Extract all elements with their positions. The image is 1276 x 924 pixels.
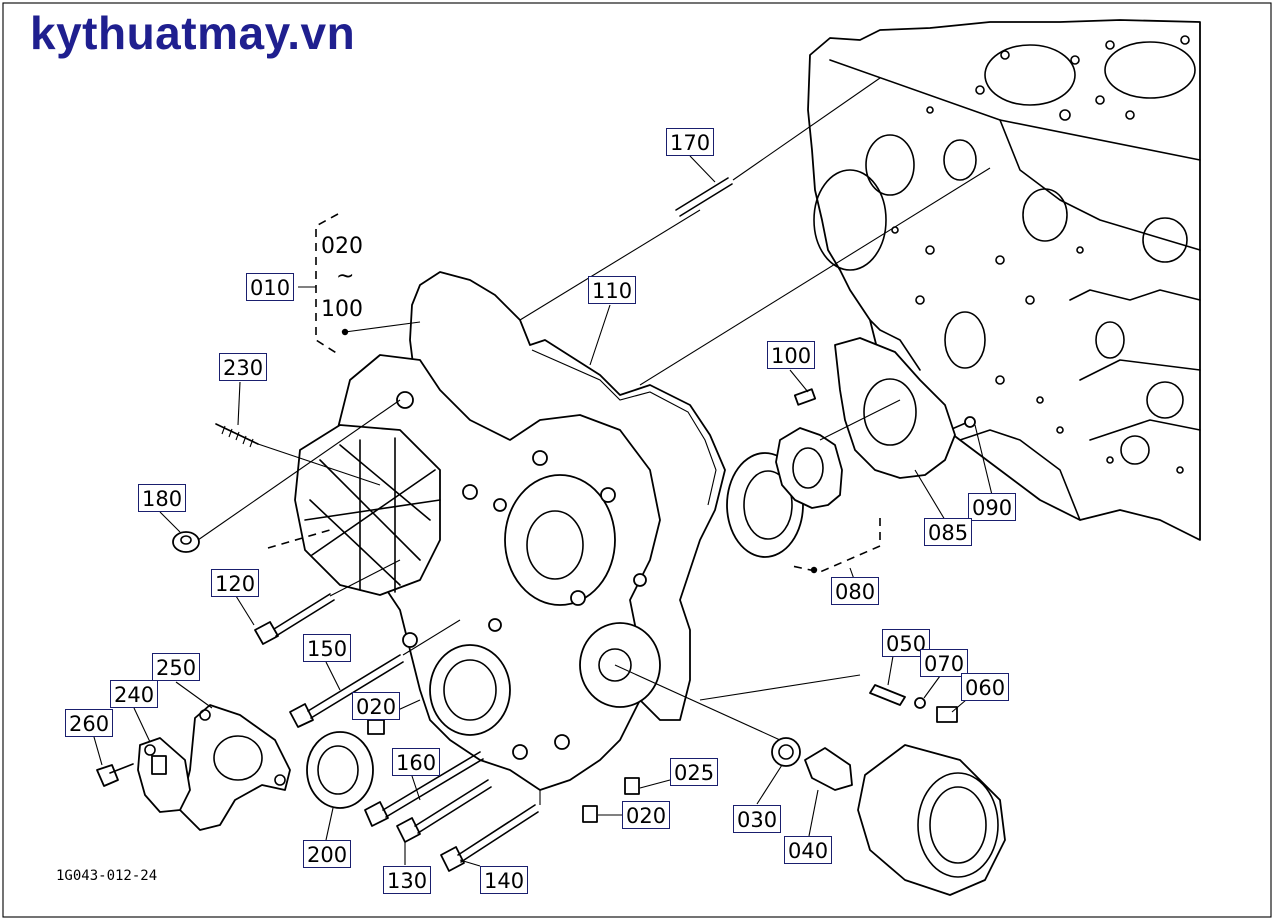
callout-020-lower[interactable]: 020 [622, 801, 671, 829]
oil-pump-rotor [726, 427, 843, 558]
callout-240[interactable]: 240 [110, 680, 159, 708]
oil-filter [857, 744, 1006, 896]
callout-260[interactable]: 260 [65, 709, 114, 737]
engine-block [807, 19, 1201, 541]
callout-110[interactable]: 110 [588, 276, 637, 304]
callout-060[interactable]: 060 [961, 673, 1010, 701]
callout-140[interactable]: 140 [480, 866, 529, 894]
callout-040[interactable]: 040 [784, 836, 833, 864]
rotor-bracket [791, 518, 881, 573]
group-range-tilde: ~ [336, 264, 355, 289]
callout-180[interactable]: 180 [138, 484, 187, 512]
bolts [96, 177, 976, 872]
callout-100[interactable]: 100 [767, 341, 816, 369]
callout-070[interactable]: 070 [920, 649, 969, 677]
washer [771, 737, 801, 767]
callout-120[interactable]: 120 [211, 569, 260, 597]
leader-lines [93, 77, 993, 867]
filter-nipple [804, 747, 853, 791]
callout-030[interactable]: 030 [733, 805, 782, 833]
cover-plate [179, 704, 291, 831]
group-range-end: 100 [321, 297, 363, 322]
callout-250[interactable]: 250 [152, 653, 201, 681]
oil-seal [306, 731, 374, 809]
gear-case [294, 354, 661, 791]
site-logo: kythuatmay.vn [30, 7, 356, 59]
callout-085[interactable]: 085 [924, 518, 973, 546]
callout-150[interactable]: 150 [303, 634, 352, 662]
callout-010[interactable]: 010 [246, 273, 295, 301]
relief-plug [936, 706, 958, 723]
pipe-fitting [137, 737, 191, 813]
callout-020-upper[interactable]: 020 [352, 692, 401, 720]
group-range-start: 020 [321, 234, 363, 259]
callout-200[interactable]: 200 [303, 840, 352, 868]
callout-080[interactable]: 080 [831, 577, 880, 605]
callout-130[interactable]: 130 [383, 866, 432, 894]
relief-spring [869, 684, 906, 706]
callout-090[interactable]: 090 [968, 493, 1017, 521]
drawing-code: 1G043-012-24 [56, 868, 158, 884]
callout-230[interactable]: 230 [219, 353, 268, 381]
callout-025[interactable]: 025 [670, 758, 719, 786]
relief-ball [914, 697, 926, 709]
callout-160[interactable]: 160 [392, 748, 441, 776]
callout-170[interactable]: 170 [666, 128, 715, 156]
pump-cover [834, 337, 956, 479]
